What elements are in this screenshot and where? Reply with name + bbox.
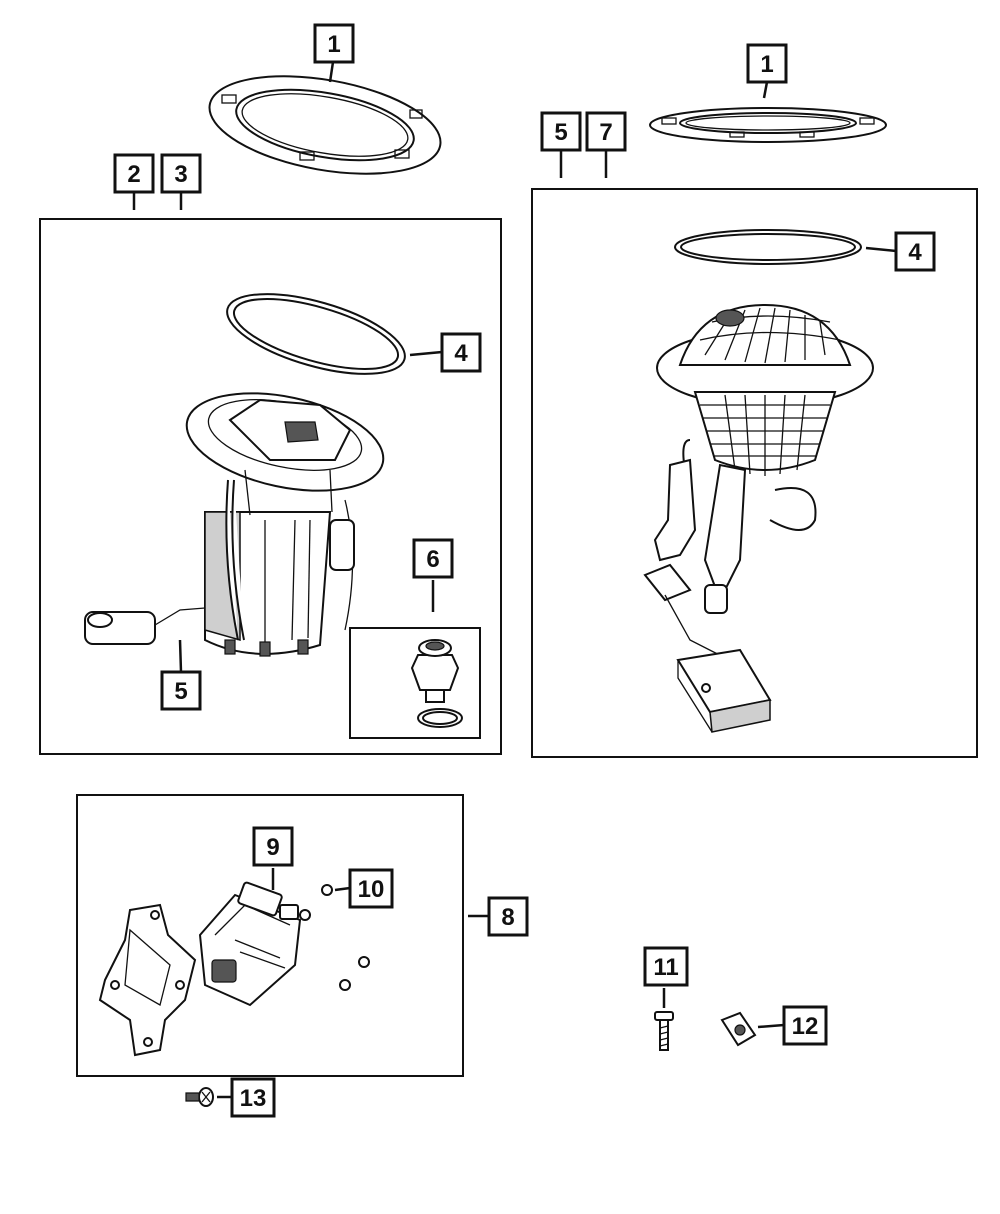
svg-text:12: 12: [792, 1013, 819, 1040]
svg-text:2: 2: [127, 161, 140, 188]
callout-c10: 10: [348, 868, 394, 909]
svg-text:1: 1: [327, 31, 340, 58]
svg-text:4: 4: [908, 239, 922, 266]
seal-ring-right: [674, 229, 862, 265]
svg-text:13: 13: [240, 1085, 267, 1112]
svg-text:3: 3: [174, 161, 187, 188]
lock-ring-right: [649, 107, 887, 143]
seal-ring-left: [226, 293, 406, 375]
clip-nut: [720, 1011, 757, 1047]
svg-text:7: 7: [599, 119, 612, 146]
callout-c8: 8: [487, 896, 529, 937]
leader-lines: [132, 61, 897, 1099]
frame-control-module-kit: [76, 794, 464, 1077]
callout-c13: 13: [230, 1077, 276, 1118]
callout-c5a: 5: [540, 111, 582, 152]
bolt: [654, 1011, 674, 1051]
frame-regulator-kit: [349, 627, 481, 739]
callout-c4b: 4: [894, 231, 936, 272]
lock-ring-left: [208, 75, 442, 175]
nuts: [299, 884, 370, 991]
svg-text:10: 10: [358, 876, 385, 903]
callout-c3: 3: [160, 153, 202, 194]
svg-text:9: 9: [266, 834, 279, 861]
pressure-regulator: [410, 639, 463, 728]
callout-c4a: 4: [440, 332, 482, 373]
frame-left-module: [39, 218, 502, 755]
svg-text:8: 8: [501, 904, 514, 931]
svg-text:5: 5: [174, 678, 187, 705]
svg-text:11: 11: [653, 954, 678, 981]
screw: [185, 1087, 214, 1107]
callout-c12: 12: [782, 1005, 828, 1046]
fuel-pump-module-right: [643, 303, 874, 733]
callout-c5b: 5: [160, 670, 202, 711]
fuel-pump-module-left: [84, 392, 385, 657]
pump-control-module: [198, 881, 302, 1007]
callout-c11: 11: [643, 946, 689, 987]
callout-c1b: 1: [746, 43, 788, 84]
frame-right-module: [531, 188, 978, 758]
callout-c7: 7: [585, 111, 627, 152]
callout-c2: 2: [113, 153, 155, 194]
control-module-bracket: [98, 903, 197, 1057]
callout-c9: 9: [252, 826, 294, 867]
callout-c1a: 1: [313, 23, 355, 64]
callout-c6: 6: [412, 538, 454, 579]
svg-text:5: 5: [554, 119, 567, 146]
svg-text:1: 1: [760, 51, 773, 78]
svg-text:4: 4: [454, 340, 468, 367]
svg-text:6: 6: [426, 546, 439, 573]
